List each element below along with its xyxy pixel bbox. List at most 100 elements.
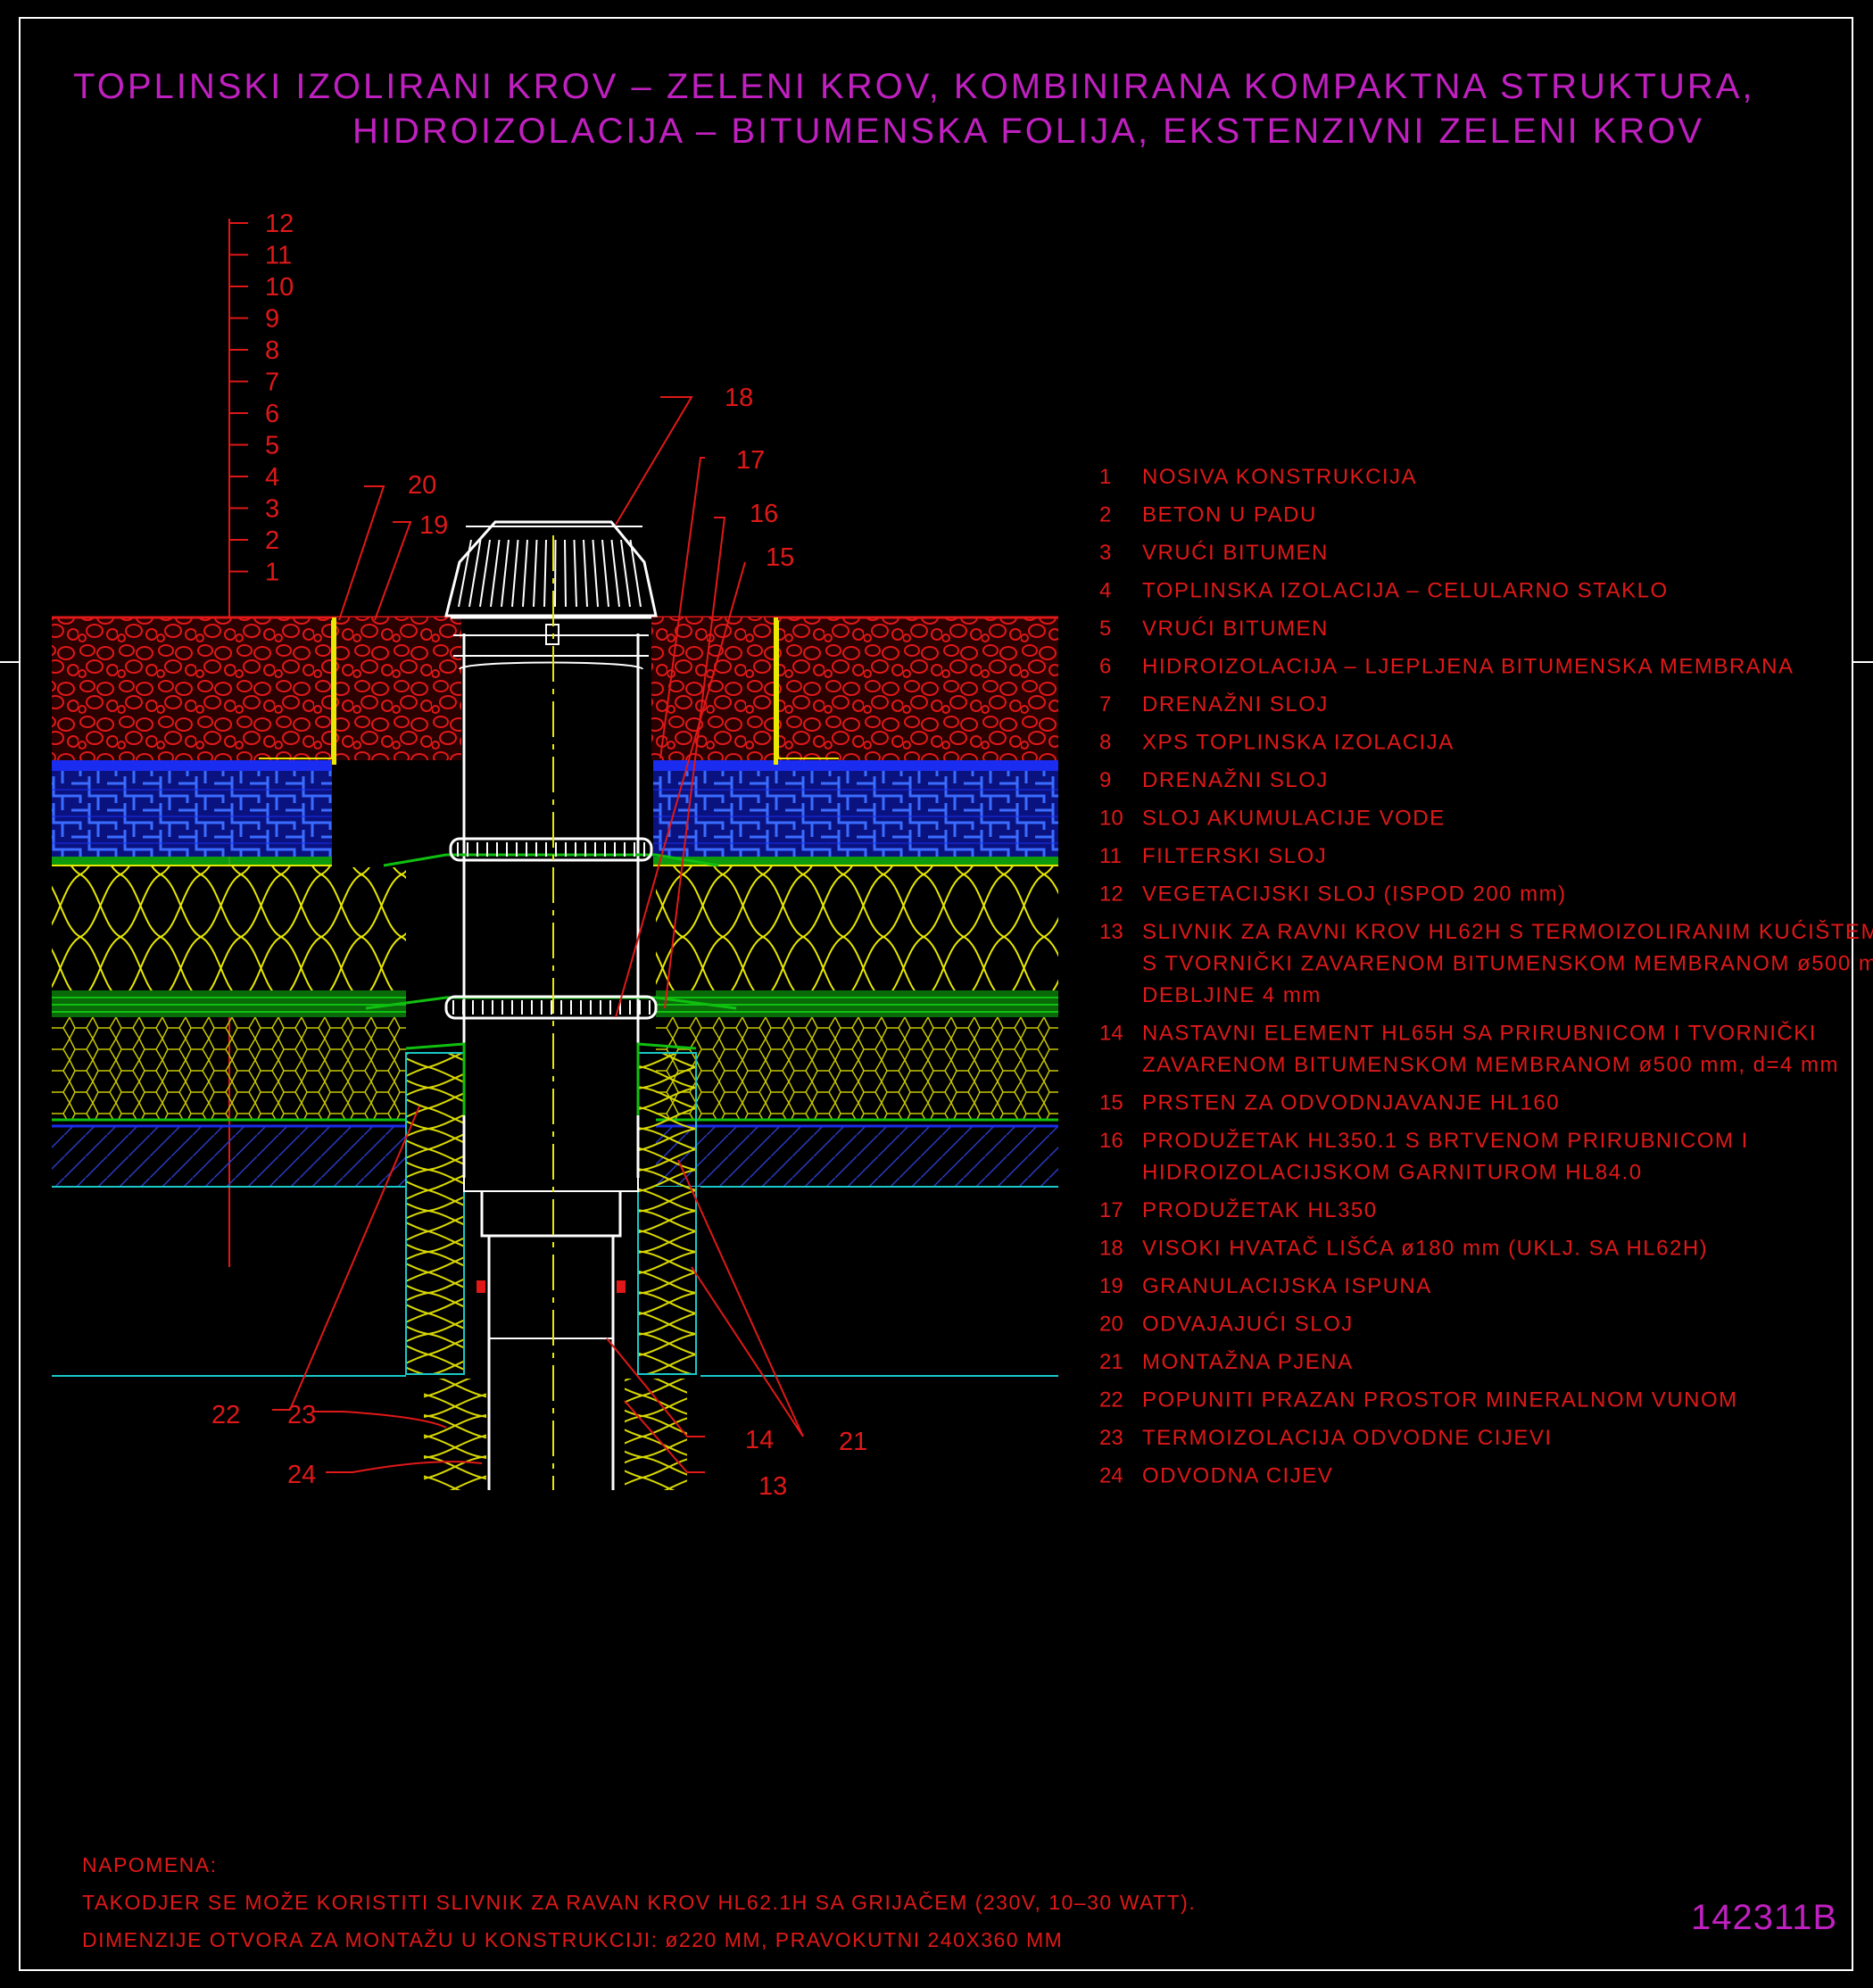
legend-number: 11 — [1099, 844, 1122, 868]
callout-22: 22 — [211, 1401, 240, 1429]
drawing-code: 142311B — [1691, 1898, 1837, 1937]
legend-number: 15 — [1099, 1091, 1123, 1115]
drawing-frame — [19, 17, 1853, 1971]
leaf-guard-rib — [592, 539, 599, 608]
legend-text: SLIVNIK ZA RAVNI KROV HL62H S TERMOIZOLI… — [1142, 919, 1873, 944]
granular-fill-right — [651, 617, 776, 760]
drainage-ring-lower — [444, 995, 658, 1020]
leaf-guard — [444, 520, 658, 645]
callout-20: 20 — [408, 471, 436, 500]
note-line-2: DIMENZIJE OTVORA ZA MONTAŽU U KONSTRUKCI… — [82, 1928, 1063, 1951]
leaf-guard-rib — [468, 539, 482, 608]
legend-text: FILTERSKI SLOJ — [1142, 844, 1327, 868]
legend-number: 2 — [1099, 503, 1111, 527]
leaf-guard-rib — [458, 539, 472, 608]
legend-text: POPUNITI PRAZAN PROSTOR MINERALNOM VUNOM — [1142, 1388, 1738, 1412]
title-line-1: TOPLINSKI IZOLIRANI KROV – ZELENI KROV, … — [73, 67, 1755, 106]
note-line-1: TAKODJER SE MOŽE KORISTITI SLIVNIK ZA RA… — [82, 1890, 1196, 1914]
legend-number: 1 — [1099, 465, 1111, 489]
pipe-insulation-right — [637, 1052, 697, 1375]
legend-number: 6 — [1099, 655, 1111, 679]
legend-text: ODVAJAJUĆI SLOJ — [1142, 1313, 1354, 1337]
scale-number: 8 — [265, 336, 279, 365]
drainage-ring-upper — [449, 837, 653, 862]
leaf-guard-rib — [573, 539, 577, 608]
pipe-insulation-lower-right — [625, 1379, 687, 1490]
callout-23: 23 — [287, 1401, 316, 1429]
outlet-pipe — [487, 1236, 615, 1490]
legend-number: 18 — [1099, 1237, 1123, 1261]
leaf-guard-rib — [564, 539, 567, 608]
leaf-guard-rib — [511, 539, 519, 608]
legend-number: 4 — [1099, 579, 1111, 603]
legend-number: 10 — [1099, 807, 1123, 831]
title-line-2: HIDROIZOLACIJA – BITUMENSKA FOLIJA, EKST… — [352, 112, 1704, 151]
leaf-guard-rib — [583, 539, 588, 608]
scale-number: 6 — [265, 400, 279, 428]
legend-text: VRUĆI BITUMEN — [1142, 617, 1329, 641]
legend-number: 17 — [1099, 1198, 1123, 1222]
pipe-insulation-left — [405, 1052, 465, 1375]
legend-number: 3 — [1099, 541, 1111, 565]
legend-text: TERMOIZOLACIJA ODVODNE CIJEVI — [1142, 1426, 1553, 1450]
scale-number: 9 — [265, 305, 279, 334]
legend-text: DEBLJINE 4 mm — [1142, 983, 1322, 1007]
pipe-insulation-lower-left — [424, 1379, 486, 1490]
callout-17: 17 — [736, 446, 765, 475]
legend-text: TOPLINSKA IZOLACIJA – CELULARNO STAKLO — [1142, 579, 1669, 603]
legend-text: BETON U PADU — [1142, 503, 1317, 527]
leaf-guard-rib — [501, 539, 510, 608]
legend-text: PRODUŽETAK HL350.1 S BRTVENOM PRIRUBNICO… — [1142, 1129, 1749, 1153]
callout-18: 18 — [725, 384, 753, 412]
legend-number: 22 — [1099, 1388, 1123, 1412]
legend-text: NOSIVA KONSTRUKCIJA — [1142, 465, 1417, 489]
leaf-guard-rib — [479, 539, 491, 608]
scale-number: 4 — [265, 463, 279, 492]
granular-fill-left — [336, 617, 461, 760]
legend-text: MONTAŽNA PJENA — [1142, 1350, 1354, 1374]
legend-text: DRENAŽNI SLOJ — [1142, 768, 1329, 792]
legend-text: HIDROIZOLACIJA – LJEPLJENA BITUMENSKA ME… — [1142, 655, 1794, 679]
leaf-guard-rib — [629, 539, 642, 608]
legend-number: 8 — [1099, 731, 1111, 755]
callout-15: 15 — [766, 543, 794, 572]
scale-number: 7 — [265, 369, 279, 397]
legend-number: 24 — [1099, 1464, 1123, 1488]
callout-14: 14 — [745, 1426, 774, 1454]
legend-number: 21 — [1099, 1350, 1123, 1374]
leaf-guard-rib — [601, 539, 609, 608]
legend-text: S TVORNIČKI ZAVARENOM BITUMENSKOM MEMBRA… — [1142, 951, 1873, 976]
roof-drain-assembly — [259, 520, 839, 1490]
leaf-guard-rib — [620, 539, 631, 608]
scale-number: 12 — [265, 210, 294, 238]
legend-text: VRUĆI BITUMEN — [1142, 541, 1329, 565]
legend-text: SLOJ AKUMULACIJE VODE — [1142, 807, 1446, 831]
callout-19: 19 — [419, 511, 448, 540]
legend-number: 7 — [1099, 692, 1111, 717]
scale-number: 11 — [265, 242, 292, 270]
legend-number: 20 — [1099, 1313, 1123, 1337]
legend-text: VISOKI HVATAČ LIŠĆA ø180 mm (UKLJ. SA HL… — [1142, 1236, 1708, 1261]
leaf-guard-rib — [554, 539, 557, 608]
leaf-guard-rib — [522, 539, 528, 608]
leader-lines — [272, 396, 804, 1473]
legend-text: DRENAŽNI SLOJ — [1142, 692, 1329, 717]
legend-number: 23 — [1099, 1426, 1123, 1450]
legend-text: PRODUŽETAK HL350 — [1142, 1198, 1378, 1222]
legend-text: NASTAVNI ELEMENT HL65H SA PRIRUBNICOM I … — [1142, 1021, 1817, 1046]
legend-number: 9 — [1099, 768, 1111, 792]
legend-text: PRSTEN ZA ODVODNJAVANJE HL160 — [1142, 1091, 1560, 1115]
legend-number: 13 — [1099, 920, 1123, 944]
legend-text: GRANULACIJSKA ISPUNA — [1142, 1274, 1432, 1298]
leaf-guard-rib — [490, 539, 501, 608]
legend-text: XPS TOPLINSKA IZOLACIJA — [1142, 731, 1454, 755]
legend-text: ODVODNA CIJEV — [1142, 1464, 1333, 1488]
legend-number: 12 — [1099, 882, 1123, 907]
leaf-guard-rib — [533, 539, 538, 608]
note-heading: NAPOMENA: — [82, 1853, 218, 1876]
leaf-guard-rib — [543, 539, 547, 608]
callout-24: 24 — [287, 1461, 316, 1489]
